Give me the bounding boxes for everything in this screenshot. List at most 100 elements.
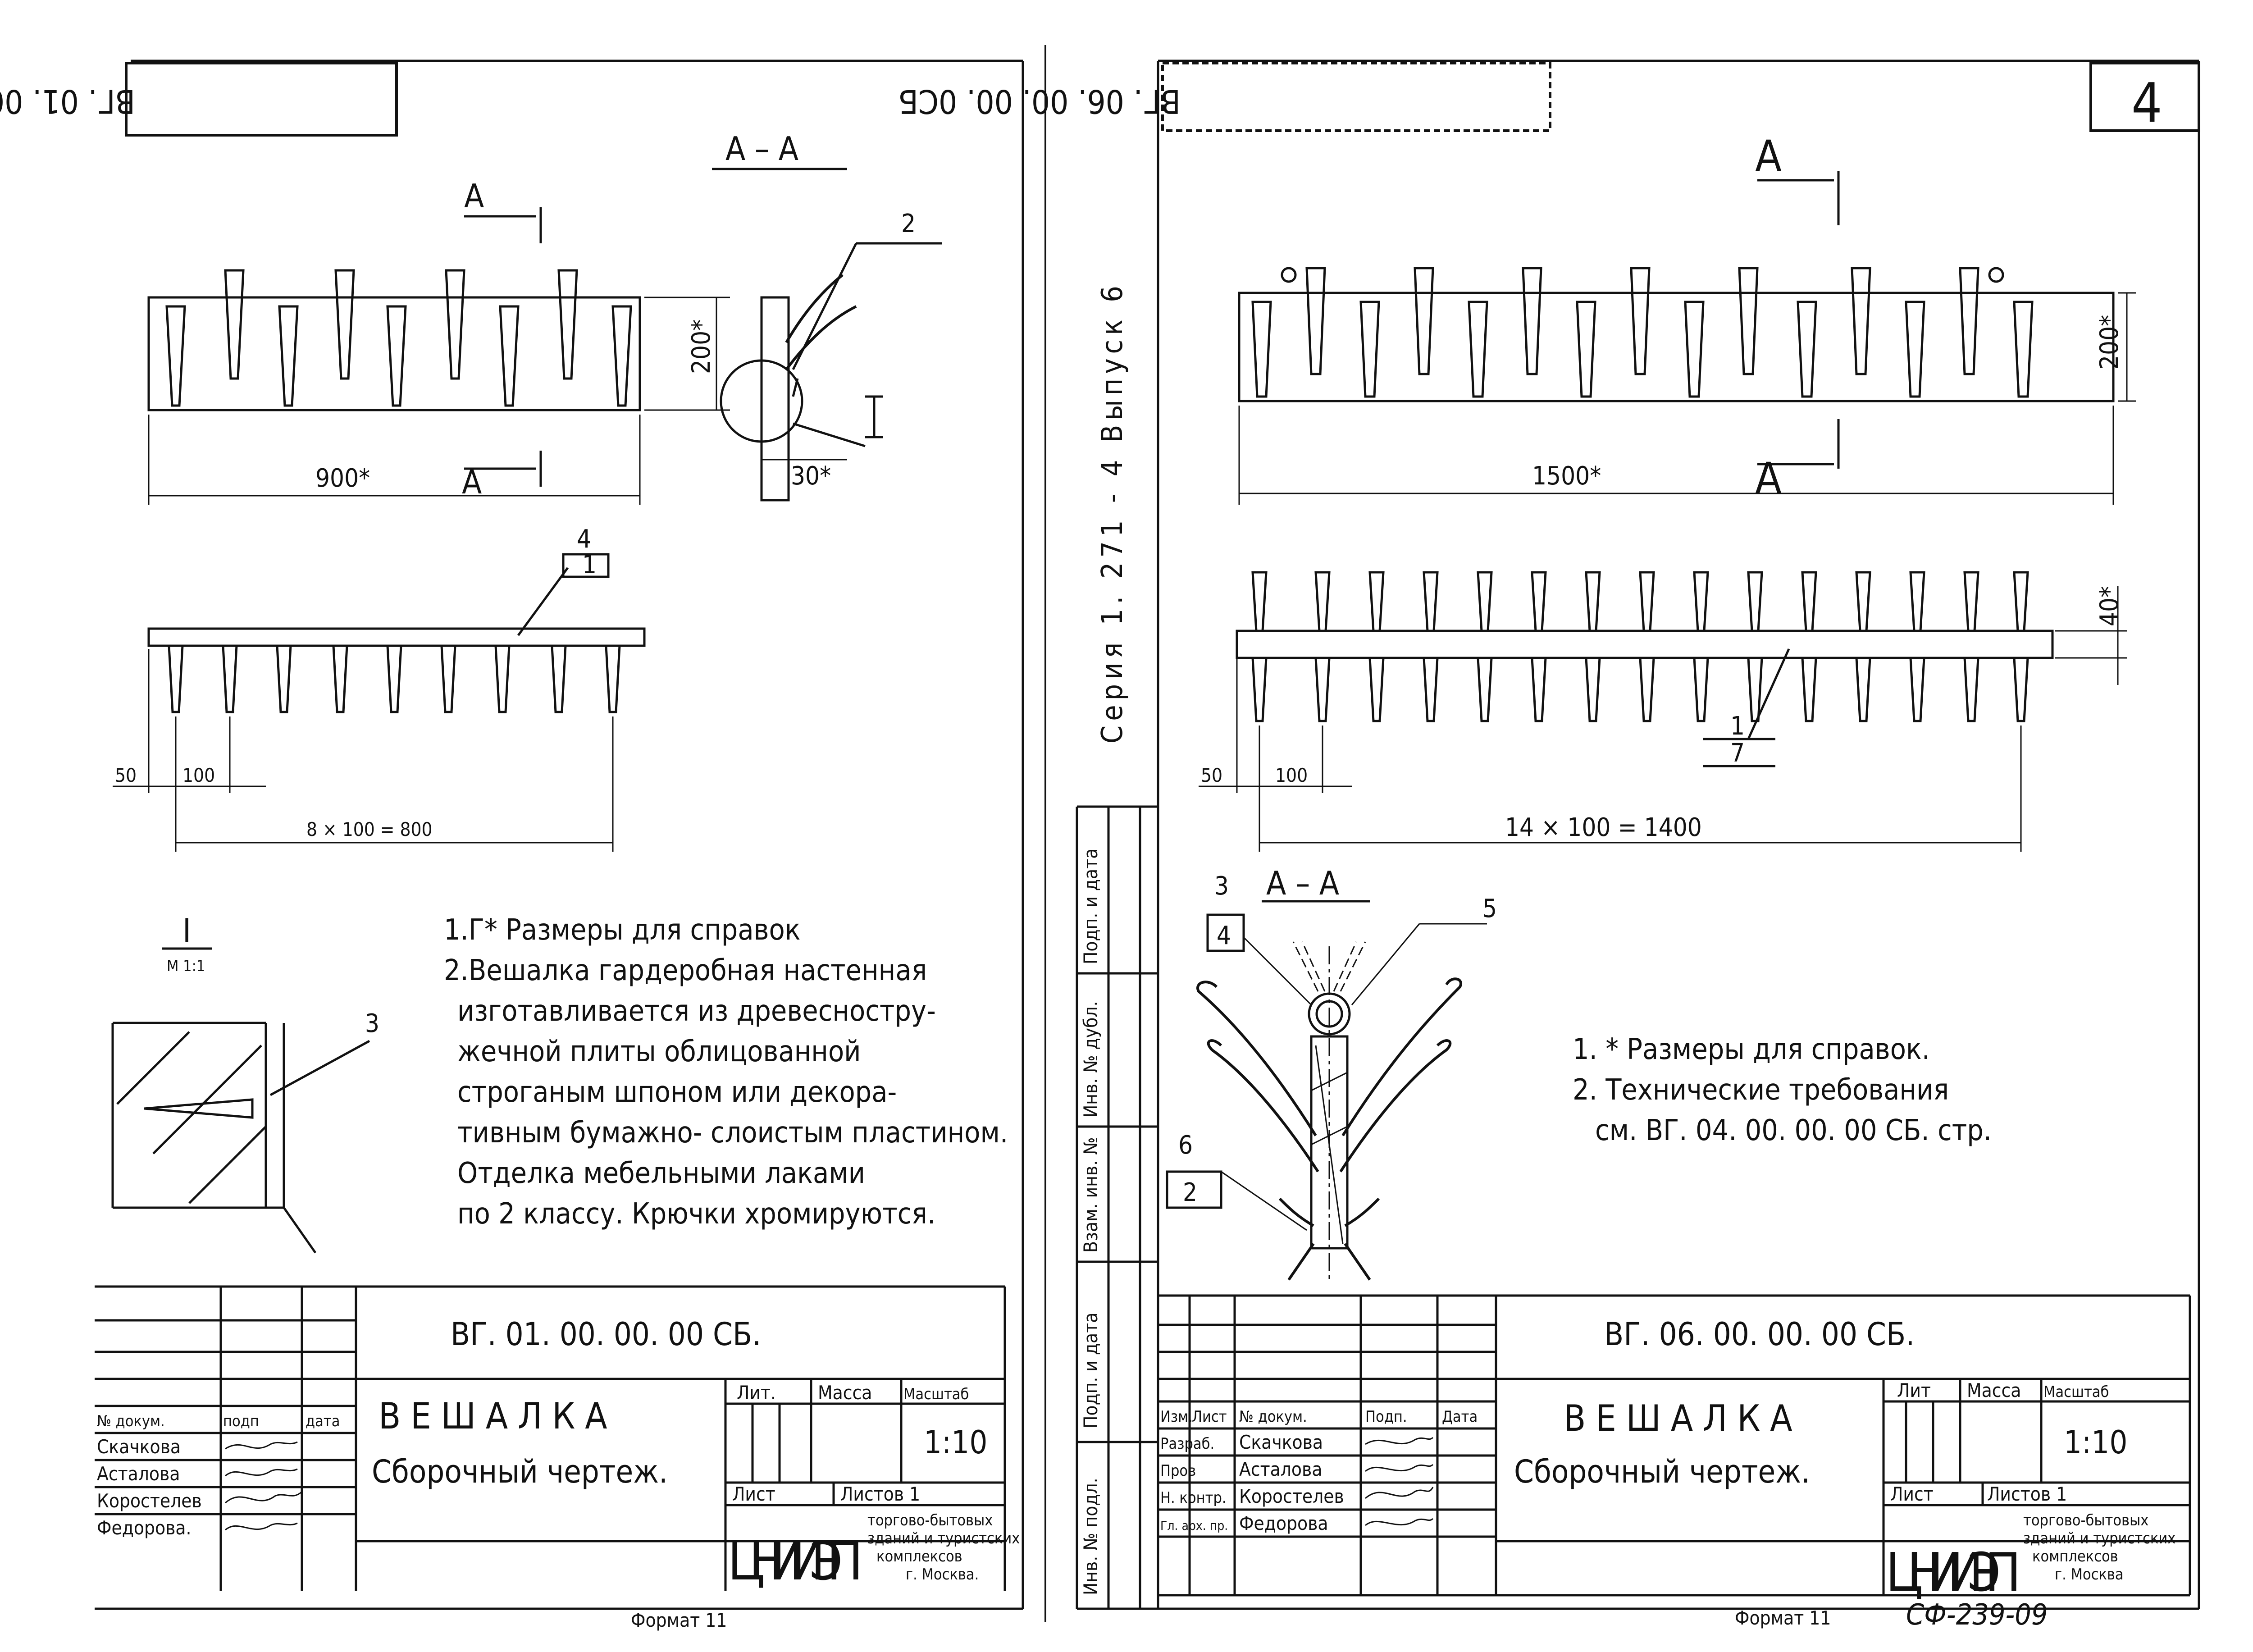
left-h-mass: Масса xyxy=(818,1382,872,1404)
right-row-label: Изм. xyxy=(1160,1408,1193,1426)
right-sheets: Листов 1 xyxy=(1987,1483,2067,1505)
left-note-line: изготавливается из древесностру- xyxy=(457,995,936,1028)
left-note-line: тивным бумажно- слоистым пластином. xyxy=(457,1116,1008,1150)
right-dim-200: 200* xyxy=(2095,315,2124,370)
left-dim-50: 50 xyxy=(115,764,137,786)
left-sheet-frame xyxy=(95,59,1024,1610)
left-org-line: комплексов xyxy=(876,1547,962,1565)
left-note-line: строганым шпоном или декора- xyxy=(457,1076,897,1109)
right-dim-40: 40* xyxy=(2095,586,2124,626)
left-org-logo: ЦНИИЭП xyxy=(728,1530,863,1592)
right-front-view xyxy=(1238,267,2136,505)
right-pos-6: 6 xyxy=(1178,1131,1193,1160)
right-signatures xyxy=(1365,1437,1434,1526)
left-dim-900: 900* xyxy=(315,464,370,493)
left-pos-box-1: 1 xyxy=(582,550,597,580)
left-org-line: торгово-бытовых xyxy=(867,1511,993,1529)
right-pos-1: 1 xyxy=(1730,712,1745,741)
right-role: Пров xyxy=(1160,1462,1196,1480)
archive-code: СФ-239-09 xyxy=(1906,1598,2048,1632)
left-pos-3: 3 xyxy=(365,1009,379,1038)
left-pos-2: 2 xyxy=(901,209,916,238)
left-side-section xyxy=(720,242,942,502)
left-section-mark-top: А xyxy=(464,177,484,215)
right-notes: 1. * Размеры для справок. 2. Технические… xyxy=(1573,1033,1992,1147)
right-org-logo: ЦНИИЭП xyxy=(1886,1541,2021,1603)
right-role: Н. контр. xyxy=(1160,1489,1227,1507)
left-dim-chain: 8 × 100 = 800 xyxy=(306,818,433,840)
left-detail-view xyxy=(111,1022,370,1254)
right-pos-2: 2 xyxy=(1183,1178,1197,1207)
left-detail-label: I xyxy=(182,912,191,949)
right-org-line: зданий и туристских xyxy=(2023,1529,2175,1547)
left-scale: 1:10 xyxy=(924,1424,987,1461)
right-section-marks xyxy=(1757,171,1840,469)
right-section-mark-bottom: А xyxy=(1755,453,1782,504)
left-title-main: ВЕШАЛКА xyxy=(379,1395,617,1437)
right-doc-code: ВГ. 06. 00. 00. 00 СБ. xyxy=(1604,1316,1915,1353)
left-section-label: А – А xyxy=(725,130,798,168)
left-col-docnum: № докум. xyxy=(97,1412,165,1430)
right-row-label: № докум. xyxy=(1239,1408,1307,1426)
left-title-block xyxy=(95,1285,1006,1591)
right-top-view xyxy=(1199,571,2127,852)
left-pos-4: 4 xyxy=(577,525,591,554)
left-format: Формат 11 xyxy=(631,1609,727,1631)
right-format: Формат 11 xyxy=(1735,1607,1831,1629)
right-sheet: Лист xyxy=(1890,1483,1934,1505)
left-notes: 1.Г* Размеры для справок 2.Вешалка гарде… xyxy=(444,913,1008,1231)
right-side-field: Подп. и дата xyxy=(1080,1313,1102,1428)
left-signatures xyxy=(225,1441,303,1531)
right-note-line: 2. Технические требования xyxy=(1573,1073,1949,1107)
right-section-mark-top: А xyxy=(1755,131,1782,182)
left-sheet: Лист xyxy=(732,1483,775,1505)
right-row-label: Лист xyxy=(1192,1408,1227,1426)
right-pos-5: 5 xyxy=(1482,894,1497,923)
right-side-field: Подп. и дата xyxy=(1080,849,1102,964)
right-name-row: Коростелев xyxy=(1239,1485,1344,1507)
left-name-row: Скачкова xyxy=(97,1436,181,1458)
left-dim-200: 200* xyxy=(687,319,716,374)
left-name-row: Федорова. xyxy=(97,1517,192,1539)
right-title-block xyxy=(1158,1294,2191,1597)
right-title-sub: Сборочный чертеж. xyxy=(1514,1453,1810,1490)
right-note-line: см. ВГ. 04. 00. 00. 00 СБ. стр. xyxy=(1595,1114,1992,1147)
right-side-fields xyxy=(1076,805,1159,1609)
left-col-sign: подп xyxy=(223,1412,259,1430)
right-h-mass: Масса xyxy=(1967,1379,2021,1401)
right-side-field: Инв. № дубл. xyxy=(1080,1001,1102,1118)
left-section-marks xyxy=(464,207,542,487)
right-dim-1500: 1500* xyxy=(1532,461,1601,491)
left-h-scale: Масштаб xyxy=(903,1385,969,1403)
right-org-line: торгово-бытовых xyxy=(2023,1511,2148,1529)
right-stamp-top: ВГ. 06. 00. 00. 0СБ xyxy=(898,82,1181,120)
right-row-label: Дата xyxy=(1442,1408,1478,1426)
right-section-label: А – А xyxy=(1266,864,1339,902)
left-front-view xyxy=(147,269,730,505)
left-name-row: Коростелев xyxy=(97,1490,202,1512)
left-name-row: Асталова xyxy=(97,1463,180,1485)
left-stamp-top: ВГ. 01. 00. 00. 0С xyxy=(0,82,135,120)
right-hook-section xyxy=(1196,923,1487,1281)
left-detail-scale: М 1:1 xyxy=(167,957,205,975)
page-number: 4 xyxy=(2131,72,2162,135)
right-row-label: Подп. xyxy=(1365,1408,1407,1426)
right-role: Разраб. xyxy=(1160,1435,1214,1453)
right-side-field: Инв. № подл. xyxy=(1080,1478,1102,1595)
left-h-lit: Лит. xyxy=(737,1382,776,1404)
right-pos-3: 3 xyxy=(1214,872,1229,901)
right-h-lit: Лит xyxy=(1897,1379,1931,1401)
left-org-line: зданий и туристских xyxy=(867,1529,1020,1547)
right-pos-4: 4 xyxy=(1217,921,1231,950)
left-top-view xyxy=(113,553,646,852)
right-dim-chain: 14 × 100 = 1400 xyxy=(1505,813,1702,842)
right-role: Гл. арх. пр. xyxy=(1160,1518,1228,1533)
left-title-sub: Сборочный чертеж. xyxy=(372,1453,668,1490)
right-note-line: 1. * Размеры для справок. xyxy=(1573,1033,1930,1066)
series-label: Серия 1. 271 - 4 Выпуск 6 xyxy=(1096,281,1129,744)
right-side-field: Взам. инв. № xyxy=(1080,1137,1102,1253)
left-section-mark-bottom: А xyxy=(462,463,482,501)
left-note-line: 2.Вешалка гардеробная настенная xyxy=(444,954,927,987)
right-h-scale: Масштаб xyxy=(2043,1383,2109,1401)
